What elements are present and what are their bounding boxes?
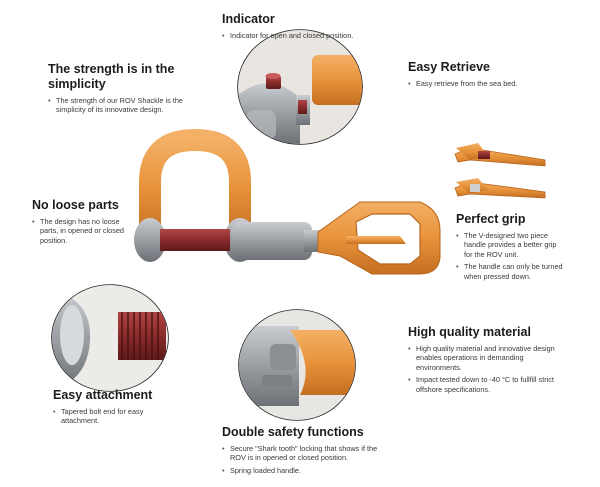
feature-strength: The strength is in the simplicity The st… xyxy=(48,62,213,118)
feature-indicator: Indicator Indicator for open and closed … xyxy=(222,12,422,43)
feature-attachment-bullets: Tapered bolt end for easy attachment. xyxy=(53,407,173,426)
feature-retrieve: Easy Retrieve Easy retrieve from the sea… xyxy=(408,60,588,91)
bullet-item: High quality material and innovative des… xyxy=(408,344,558,372)
feature-safety-bullets: Secure "Shark tooth" locking that shows … xyxy=(222,444,392,476)
indicator-detail-image xyxy=(237,29,363,145)
bullet-item: The strength of our ROV Shackle is the s… xyxy=(48,96,213,115)
feature-indicator-title: Indicator xyxy=(222,12,275,26)
feature-grip-bullets: The V-designed two piece handle provides… xyxy=(456,231,566,281)
bullet-item: Easy retrieve from the sea bed. xyxy=(408,79,588,89)
feature-safety: Double safety functions Secure "Shark to… xyxy=(222,425,392,478)
feature-material: High quality material High quality mater… xyxy=(408,325,558,397)
feature-retrieve-title: Easy Retrieve xyxy=(408,60,491,74)
rov-shackle-main xyxy=(134,128,441,275)
bullet-item: The V-designed two piece handle provides… xyxy=(456,231,566,259)
bullet-item: Tapered bolt end for easy attachment. xyxy=(53,407,173,426)
feature-loose-parts-bullets: The design has no loose parts, in opened… xyxy=(32,217,132,245)
feature-safety-title: Double safety functions xyxy=(222,425,364,439)
bullet-item: Spring loaded handle. xyxy=(222,466,392,476)
feature-loose-parts-title: No loose parts xyxy=(32,198,119,212)
grip-handle-illustration xyxy=(454,143,546,199)
feature-material-title: High quality material xyxy=(408,325,531,339)
attachment-detail-image xyxy=(51,284,169,392)
bullet-item: Secure "Shark tooth" locking that shows … xyxy=(222,444,392,463)
feature-loose-parts: No loose parts The design has no loose p… xyxy=(32,198,132,248)
feature-material-bullets: High quality material and innovative des… xyxy=(408,344,558,394)
feature-strength-bullets: The strength of our ROV Shackle is the s… xyxy=(48,96,213,115)
feature-attachment: Easy attachment Tapered bolt end for eas… xyxy=(53,388,173,429)
feature-attachment-title: Easy attachment xyxy=(53,388,153,402)
bullet-item: Indicator for open and closed position. xyxy=(222,31,422,41)
bullet-item: The handle can only be turned when press… xyxy=(456,262,566,281)
feature-indicator-bullets: Indicator for open and closed position. xyxy=(222,31,422,41)
safety-detail-image xyxy=(238,309,356,421)
feature-strength-title: The strength is in the simplicity xyxy=(48,62,175,91)
bullet-item: The design has no loose parts, in opened… xyxy=(32,217,132,245)
feature-grip: Perfect grip The V-designed two piece ha… xyxy=(456,212,566,284)
feature-retrieve-bullets: Easy retrieve from the sea bed. xyxy=(408,79,588,89)
feature-grip-title: Perfect grip xyxy=(456,212,526,226)
bullet-item: Impact tested down to -40 °C to fullfill… xyxy=(408,375,558,394)
